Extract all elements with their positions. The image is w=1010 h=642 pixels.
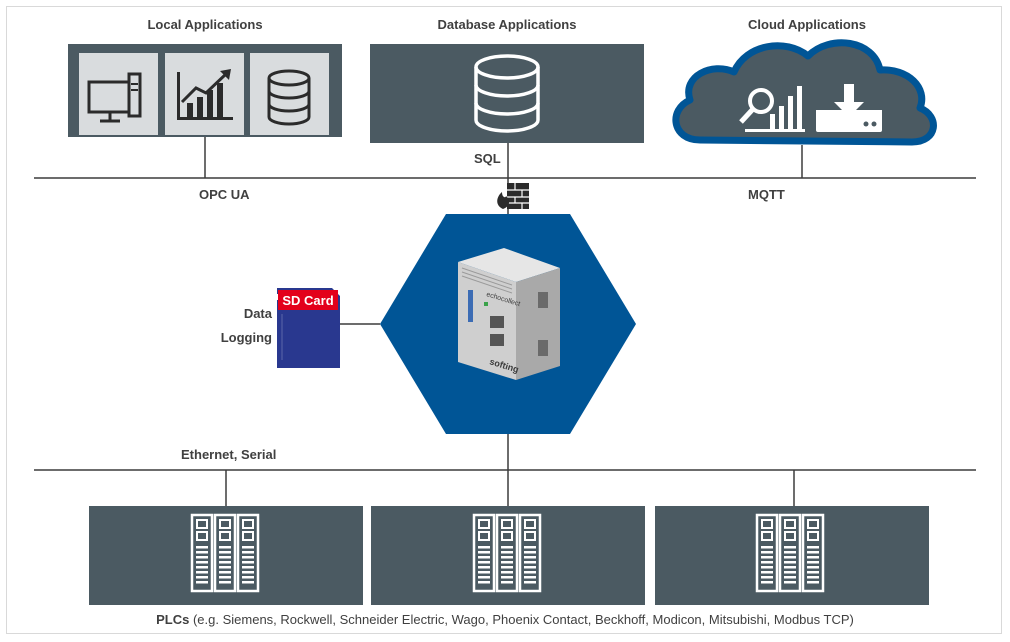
device-image: echocollect softing bbox=[458, 248, 560, 380]
connector-lines bbox=[34, 137, 976, 506]
mqtt-label: MQTT bbox=[748, 187, 785, 202]
plc-caption-bold: PLCs bbox=[156, 612, 190, 627]
plc-rack-icon bbox=[755, 513, 825, 593]
sql-label: SQL bbox=[474, 151, 501, 166]
diagram-frame bbox=[6, 6, 1002, 634]
cloud-applications-panel bbox=[672, 39, 937, 146]
cloud-applications-title: Cloud Applications bbox=[748, 17, 866, 32]
line-chart-icon bbox=[177, 69, 233, 120]
local-applications-title: Local Applications bbox=[147, 17, 263, 32]
chart-tile bbox=[165, 53, 244, 135]
plc-rack-icon bbox=[472, 513, 542, 593]
database-applications-title: Database Applications bbox=[437, 17, 577, 32]
sd-card-icon: SD Card bbox=[277, 288, 340, 368]
download-icon bbox=[816, 84, 882, 132]
search-analytics-icon bbox=[739, 86, 805, 132]
opcua-label: OPC UA bbox=[199, 187, 250, 202]
plc-panel-3 bbox=[655, 506, 929, 605]
database-server-icon bbox=[474, 54, 540, 133]
data-logging-label-line2: Logging bbox=[220, 330, 272, 345]
database-applications-panel bbox=[370, 44, 644, 143]
monitor-tile bbox=[79, 53, 158, 135]
database-icon bbox=[267, 69, 311, 126]
cloud-shape bbox=[672, 39, 937, 146]
ethernet-serial-label: Ethernet, Serial bbox=[181, 447, 277, 462]
monitor-icon bbox=[87, 72, 142, 123]
plc-rack-icon bbox=[190, 513, 260, 593]
local-applications-panel bbox=[68, 44, 342, 137]
plc-panel-2 bbox=[371, 506, 645, 605]
plc-caption: PLCs (e.g. Siemens, Rockwell, Schneider … bbox=[0, 612, 1010, 627]
plc-panel-1 bbox=[89, 506, 363, 605]
gateway-device: echocollect softing bbox=[380, 214, 636, 434]
data-logging-label-line1: Data bbox=[243, 306, 272, 321]
plc-caption-rest: (e.g. Siemens, Rockwell, Schneider Elect… bbox=[189, 612, 854, 627]
database-tile bbox=[250, 53, 329, 135]
firewall-icon bbox=[497, 183, 529, 209]
sd-card-label: SD Card bbox=[282, 293, 333, 308]
